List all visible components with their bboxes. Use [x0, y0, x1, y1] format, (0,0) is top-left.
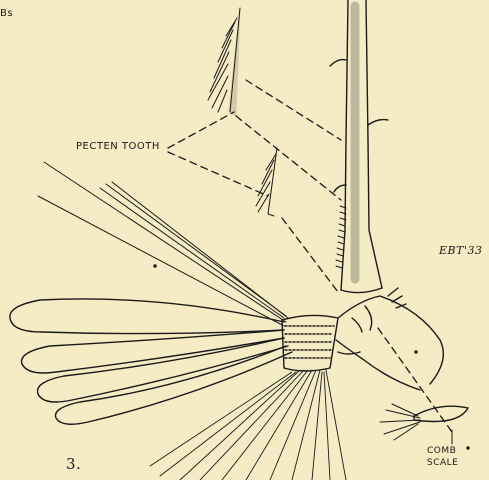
comb-scale	[380, 404, 468, 444]
siphon	[330, 0, 388, 293]
ventral-brush	[150, 370, 346, 480]
long-setae	[38, 162, 288, 326]
artist-initials: EBT'33	[439, 244, 482, 257]
comb-scale-label-line2: SCALE	[427, 458, 458, 468]
anal-segment	[282, 288, 443, 390]
corner-text: Bs	[0, 8, 13, 19]
pecten-tooth-lower	[256, 148, 277, 216]
figure-number: 3.	[66, 455, 81, 473]
pecten-tooth-label: PECTEN TOOTH	[76, 141, 160, 152]
comb-scale-label-line1: COMB	[427, 446, 456, 456]
pecten-tooth-upper	[208, 8, 240, 116]
anal-papillae	[10, 299, 292, 424]
leader-lines	[168, 80, 452, 432]
